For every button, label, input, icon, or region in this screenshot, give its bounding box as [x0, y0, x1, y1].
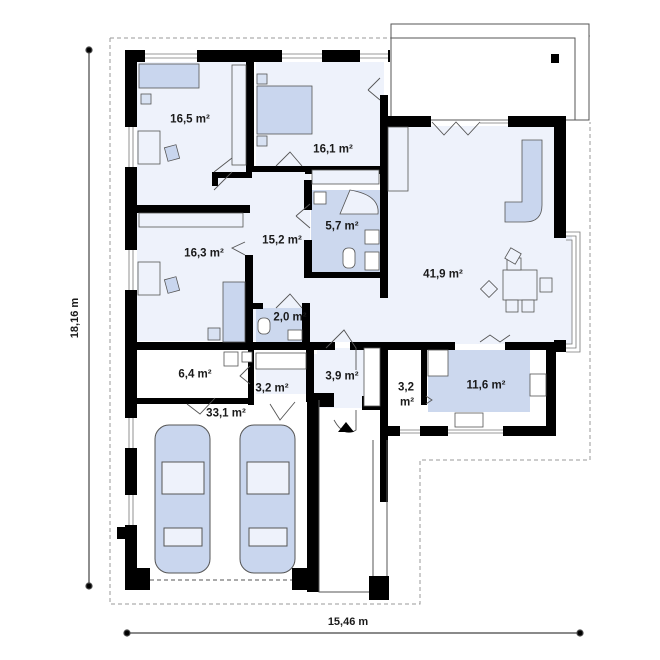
entrance-arrow-icon	[338, 422, 354, 432]
room-area-bedroom-2: 16,1 m²	[313, 143, 353, 156]
driveway-lines	[150, 400, 388, 593]
car-left-icon	[154, 424, 211, 574]
furniture	[137, 63, 553, 428]
room-area-hall: 15,2 m²	[262, 234, 302, 247]
room-area-pantry-unit: m²	[399, 396, 415, 409]
room-area-toilet: 2,0 m²	[273, 311, 307, 324]
room-area-wardrobe: 3,2 m²	[255, 382, 289, 395]
room-area-garage: 33,1 m²	[206, 407, 246, 420]
room-area-vestibule: 3,9 m²	[325, 370, 359, 383]
dimension-height-label: 18,16 m	[69, 297, 81, 339]
walls	[117, 50, 566, 600]
windows	[128, 53, 581, 525]
room-area-utility: 6,4 m²	[178, 368, 212, 381]
doors	[186, 77, 511, 433]
car-right-icon	[239, 424, 296, 574]
terrace	[390, 23, 590, 121]
room-area-kitchen: 11,6 m²	[466, 379, 506, 392]
dimension-width-label: 15,46 m	[327, 616, 369, 628]
room-area-bathroom: 5,7 m²	[325, 220, 359, 233]
room-area-pantry-value: 3,2	[398, 381, 414, 394]
dimension-lines	[85, 46, 584, 637]
room-area-bedroom-1: 16,5 m²	[170, 113, 210, 126]
room-area-bedroom-3: 16,3 m²	[184, 247, 224, 260]
room-area-living-room: 41,9 m²	[423, 268, 463, 281]
